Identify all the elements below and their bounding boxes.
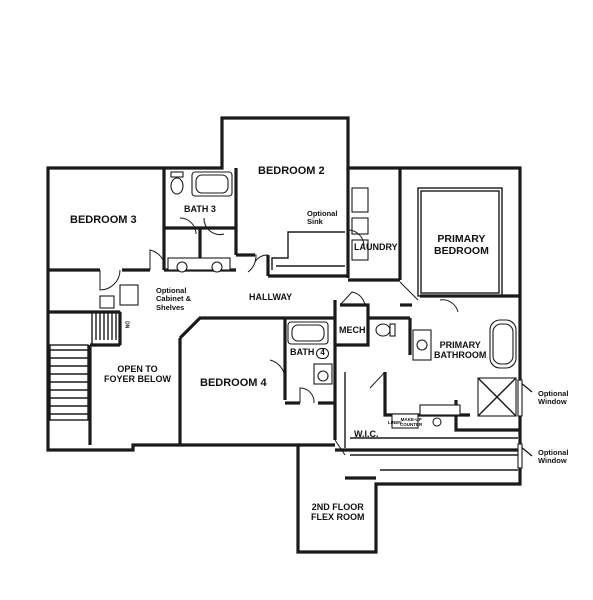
optional-window2-line1: Optional — [538, 448, 569, 457]
bedroom2-label: BEDROOM 2 — [258, 165, 325, 177]
door-swings — [99, 217, 459, 456]
optional-sink-label: Optional Sink — [307, 209, 338, 227]
optional-cabinet-line2: Cabinet & — [156, 294, 192, 304]
wic-label: W.I.C. — [354, 429, 379, 439]
primary-bath-fixtures — [391, 319, 517, 429]
bedroom3-label: BEDROOM 3 — [70, 214, 137, 226]
exterior-walls — [46, 116, 522, 554]
primary-bathroom-line1: PRIMARY — [439, 340, 481, 350]
stair-dn-label: DN — [123, 321, 130, 329]
optional-sink-line2: Sink — [307, 217, 323, 227]
bath4-number-badge: 4 — [316, 348, 329, 359]
bath3-label: BATH 3 — [184, 204, 216, 214]
bath4-text: BATH — [290, 347, 315, 357]
flex-room-label: 2ND FLOOR FLEX ROOM — [311, 502, 365, 522]
bedroom4-label: BEDROOM 4 — [200, 377, 267, 389]
primary-bedroom-line2: BEDROOM — [434, 244, 489, 257]
flex-room-line1: 2ND FLOOR — [311, 502, 364, 512]
optional-window1-line1: Optional — [538, 389, 569, 398]
optional-sink-line1: Optional — [307, 209, 338, 218]
staircase — [49, 311, 121, 421]
optional-cabinet-line3: Shelves — [156, 302, 185, 312]
open-to-foyer-label: OPEN TO FOYER BELOW — [104, 364, 171, 384]
primary-bathroom-line2: BATHROOM — [434, 350, 487, 361]
makeup-counter-line2: COUNTER — [400, 422, 423, 428]
bath4-fixtures — [287, 321, 333, 385]
optional-window2-label: Optional Window — [538, 448, 569, 466]
optional-window1-line2: Window — [538, 397, 567, 407]
optional-windows — [517, 379, 533, 469]
open-to-foyer-line2: FOYER BELOW — [104, 374, 171, 385]
optional-cabinet-label: Optional Cabinet & Shelves — [156, 286, 192, 312]
optional-window2-line2: Window — [538, 456, 567, 466]
linen-label: LINEN — [388, 420, 402, 425]
mech-label: MECH — [339, 325, 366, 335]
hallway-label: HALLWAY — [249, 292, 293, 302]
laundry-label: LAUNDRY — [354, 242, 398, 252]
primary-wc — [375, 323, 396, 337]
primary-bedroom-line1: PRIMARY — [437, 233, 486, 245]
primary-bedroom-label: PRIMARY BEDROOM — [434, 233, 489, 258]
cabinet-nook — [99, 284, 139, 309]
bath3-fixtures — [167, 171, 233, 273]
primary-bathroom-label: PRIMARY BATHROOM — [434, 340, 486, 360]
flex-room-line2: FLEX ROOM — [311, 512, 365, 523]
open-to-foyer-line1: OPEN TO — [117, 364, 158, 374]
optional-cabinet-line1: Optional — [156, 286, 187, 295]
makeup-counter-line1: MAKE-UP — [400, 417, 422, 422]
makeup-counter-label: MAKE-UP COUNTER — [400, 417, 422, 427]
tray-ceiling — [417, 187, 503, 297]
optional-window1-label: Optional Window — [538, 389, 569, 407]
bedroom2-closet — [271, 231, 345, 270]
wic-shelves — [344, 372, 518, 471]
